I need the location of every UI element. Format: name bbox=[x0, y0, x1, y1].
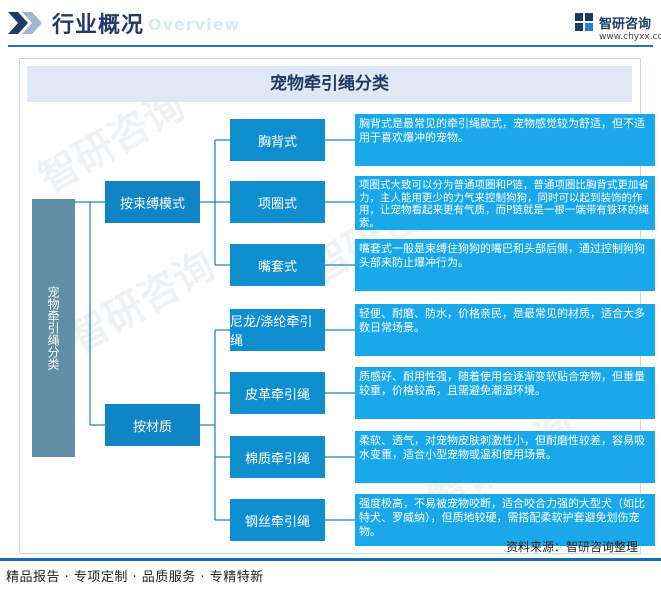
group-node-material: 按材质 bbox=[105, 404, 200, 446]
type-description: 嘴套式一般是束缚住狗狗的嘴巴和头部后侧，通过控制狗狗头部来防止爆冲行为。 bbox=[355, 239, 655, 291]
source-note: 资料来源：智研咨询整理 bbox=[506, 540, 639, 554]
diagram-title: 宠物牵引绳分类 bbox=[270, 74, 389, 94]
logo-name: 智研咨询 bbox=[599, 17, 652, 32]
type-description: 柔软、透气，对宠物皮肤刺激性小，但耐磨性较差，容易吸水变重，适合小型宠物或温和使… bbox=[355, 431, 655, 483]
type-node: 项圈式 bbox=[230, 181, 325, 223]
type-node: 尼龙/涤纶牵引绳 bbox=[230, 309, 325, 351]
type-description: 质感好、耐用性强，随着使用会逐渐变软贴合宠物，但重量较重，价格较高，且需避免潮湿… bbox=[355, 367, 655, 419]
section-title: 行业概况 bbox=[52, 13, 145, 38]
logo-icon bbox=[575, 13, 593, 31]
type-node: 胸背式 bbox=[230, 119, 325, 161]
header-rule bbox=[8, 45, 653, 47]
type-description: 胸背式是最常见的牵引绳款式，宠物感觉较为舒适，但不适用于喜欢爆冲的宠物。 bbox=[355, 114, 655, 166]
type-description: 轻便、耐磨、防水，价格亲民，是最常见的材质，适合大多数日常场景。 bbox=[355, 304, 655, 356]
type-description: 强度极高，不易被宠物咬断，适合咬合力强的大型犬（如比特犬、罗威纳），但质地较硬，… bbox=[355, 494, 655, 546]
group-node-restraint: 按束缚模式 bbox=[105, 181, 200, 223]
type-node: 钢丝牵引绳 bbox=[230, 499, 325, 541]
root-label: 宠物牵引绳分类 bbox=[46, 286, 60, 370]
type-description: 项圈式大致可以分为普通项圈和P链，普通项圈比胸背式更加省力，主人能用更少的力气来… bbox=[355, 176, 655, 230]
logo-url: www.chyxx.com bbox=[599, 32, 661, 42]
footer-rule bbox=[0, 558, 661, 561]
type-node: 皮革牵引绳 bbox=[230, 372, 325, 414]
double-chevron-icon bbox=[8, 12, 42, 34]
type-node: 嘴套式 bbox=[230, 244, 325, 286]
footer-tagline: 精品报告 · 专项定制 · 品质服务 · 专精特新 bbox=[6, 570, 264, 585]
diagram-title-bar bbox=[27, 66, 632, 102]
root-node: 宠物牵引绳分类 bbox=[32, 199, 75, 457]
section-title-en: Overview bbox=[148, 15, 241, 34]
type-node: 棉质牵引绳 bbox=[230, 436, 325, 478]
